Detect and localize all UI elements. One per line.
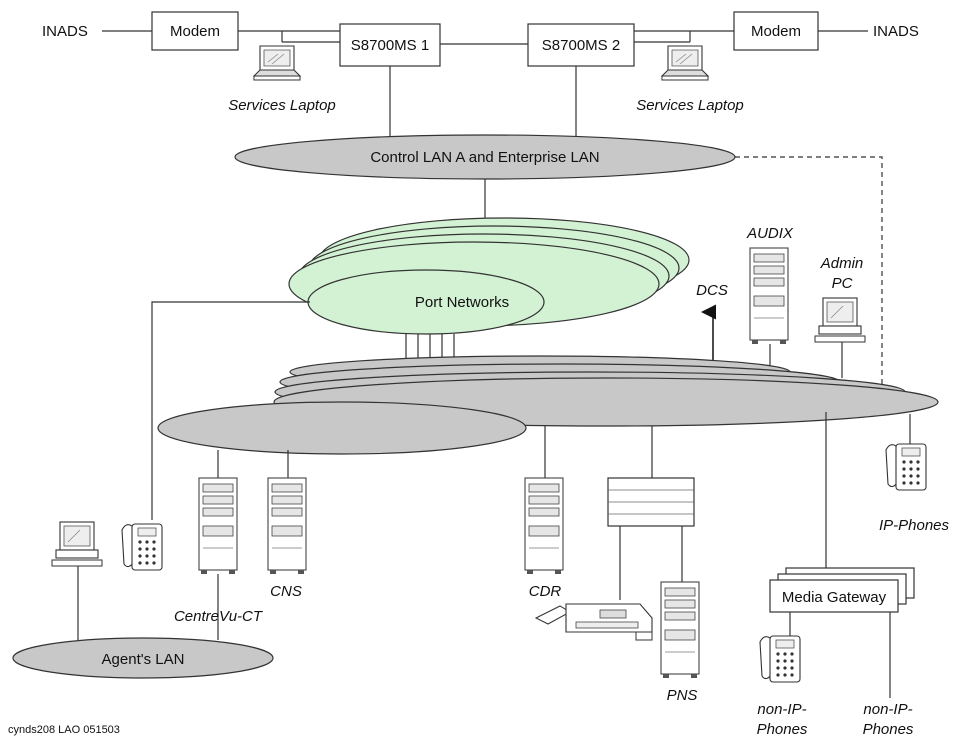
media-gateway-label: Media Gateway (782, 589, 887, 606)
non-ip-phones-2-line2: Phones (863, 721, 914, 738)
telephone-icon (885, 443, 927, 491)
non-ip-phones-1-line1: non-IP- (757, 701, 806, 718)
services-laptop-left-label: Services Laptop (228, 97, 336, 114)
ip-phones-label: IP-Phones (879, 517, 950, 534)
modem-left-label: Modem (170, 23, 220, 40)
laptop-icon (253, 45, 301, 81)
ip-network-front-ellipse (157, 401, 527, 455)
server-tower-icon (749, 247, 789, 345)
agents-lan-ellipse (12, 637, 274, 679)
inads-right-label: INADS (873, 23, 919, 40)
control-lan-label: Control LAN A and Enterprise LAN (370, 149, 599, 166)
audix-label: AUDIX (746, 225, 794, 242)
inads-left-label: INADS (42, 23, 88, 40)
server-2-label: S8700MS 2 (542, 37, 620, 54)
services-laptop-right-label: Services Laptop (636, 97, 744, 114)
desktop-pc-icon (814, 297, 866, 343)
port-networks-label: Port Networks (415, 294, 509, 311)
modem-right-label: Modem (751, 23, 801, 40)
laptop-icon (661, 45, 709, 81)
server-1-label: S8700MS 1 (351, 37, 429, 54)
server-2-box (527, 23, 635, 67)
fax-machine-icon (534, 603, 653, 641)
server-tower-icon (660, 581, 700, 679)
non-ip-phones-1-line2: Phones (757, 721, 808, 738)
server-tower-icon (198, 477, 238, 575)
non-ip-phones-2-line1: non-IP- (863, 701, 912, 718)
server-tower-icon (524, 477, 564, 575)
agents-lan-label: Agent's LAN (102, 651, 185, 668)
cdr-label: CDR (529, 583, 562, 600)
cns-label: CNS (270, 583, 302, 600)
media-gateway-box (769, 579, 899, 613)
desktop-pc-icon (51, 521, 103, 567)
centrevu-label: CentreVu-CT (174, 608, 264, 625)
telephone-icon (121, 523, 163, 571)
dcs-label: DCS (696, 282, 728, 299)
agent-phone-link (151, 301, 310, 520)
figure-id-label: cynds208 LAO 051503 (8, 724, 120, 736)
dashed-link (735, 156, 883, 388)
pns-label: PNS (667, 687, 698, 704)
admin-pc-label-line2: PC (832, 275, 853, 292)
server-tower-icon (267, 477, 307, 575)
admin-pc-label-line1: Admin (820, 255, 864, 272)
telephone-icon (759, 635, 801, 683)
